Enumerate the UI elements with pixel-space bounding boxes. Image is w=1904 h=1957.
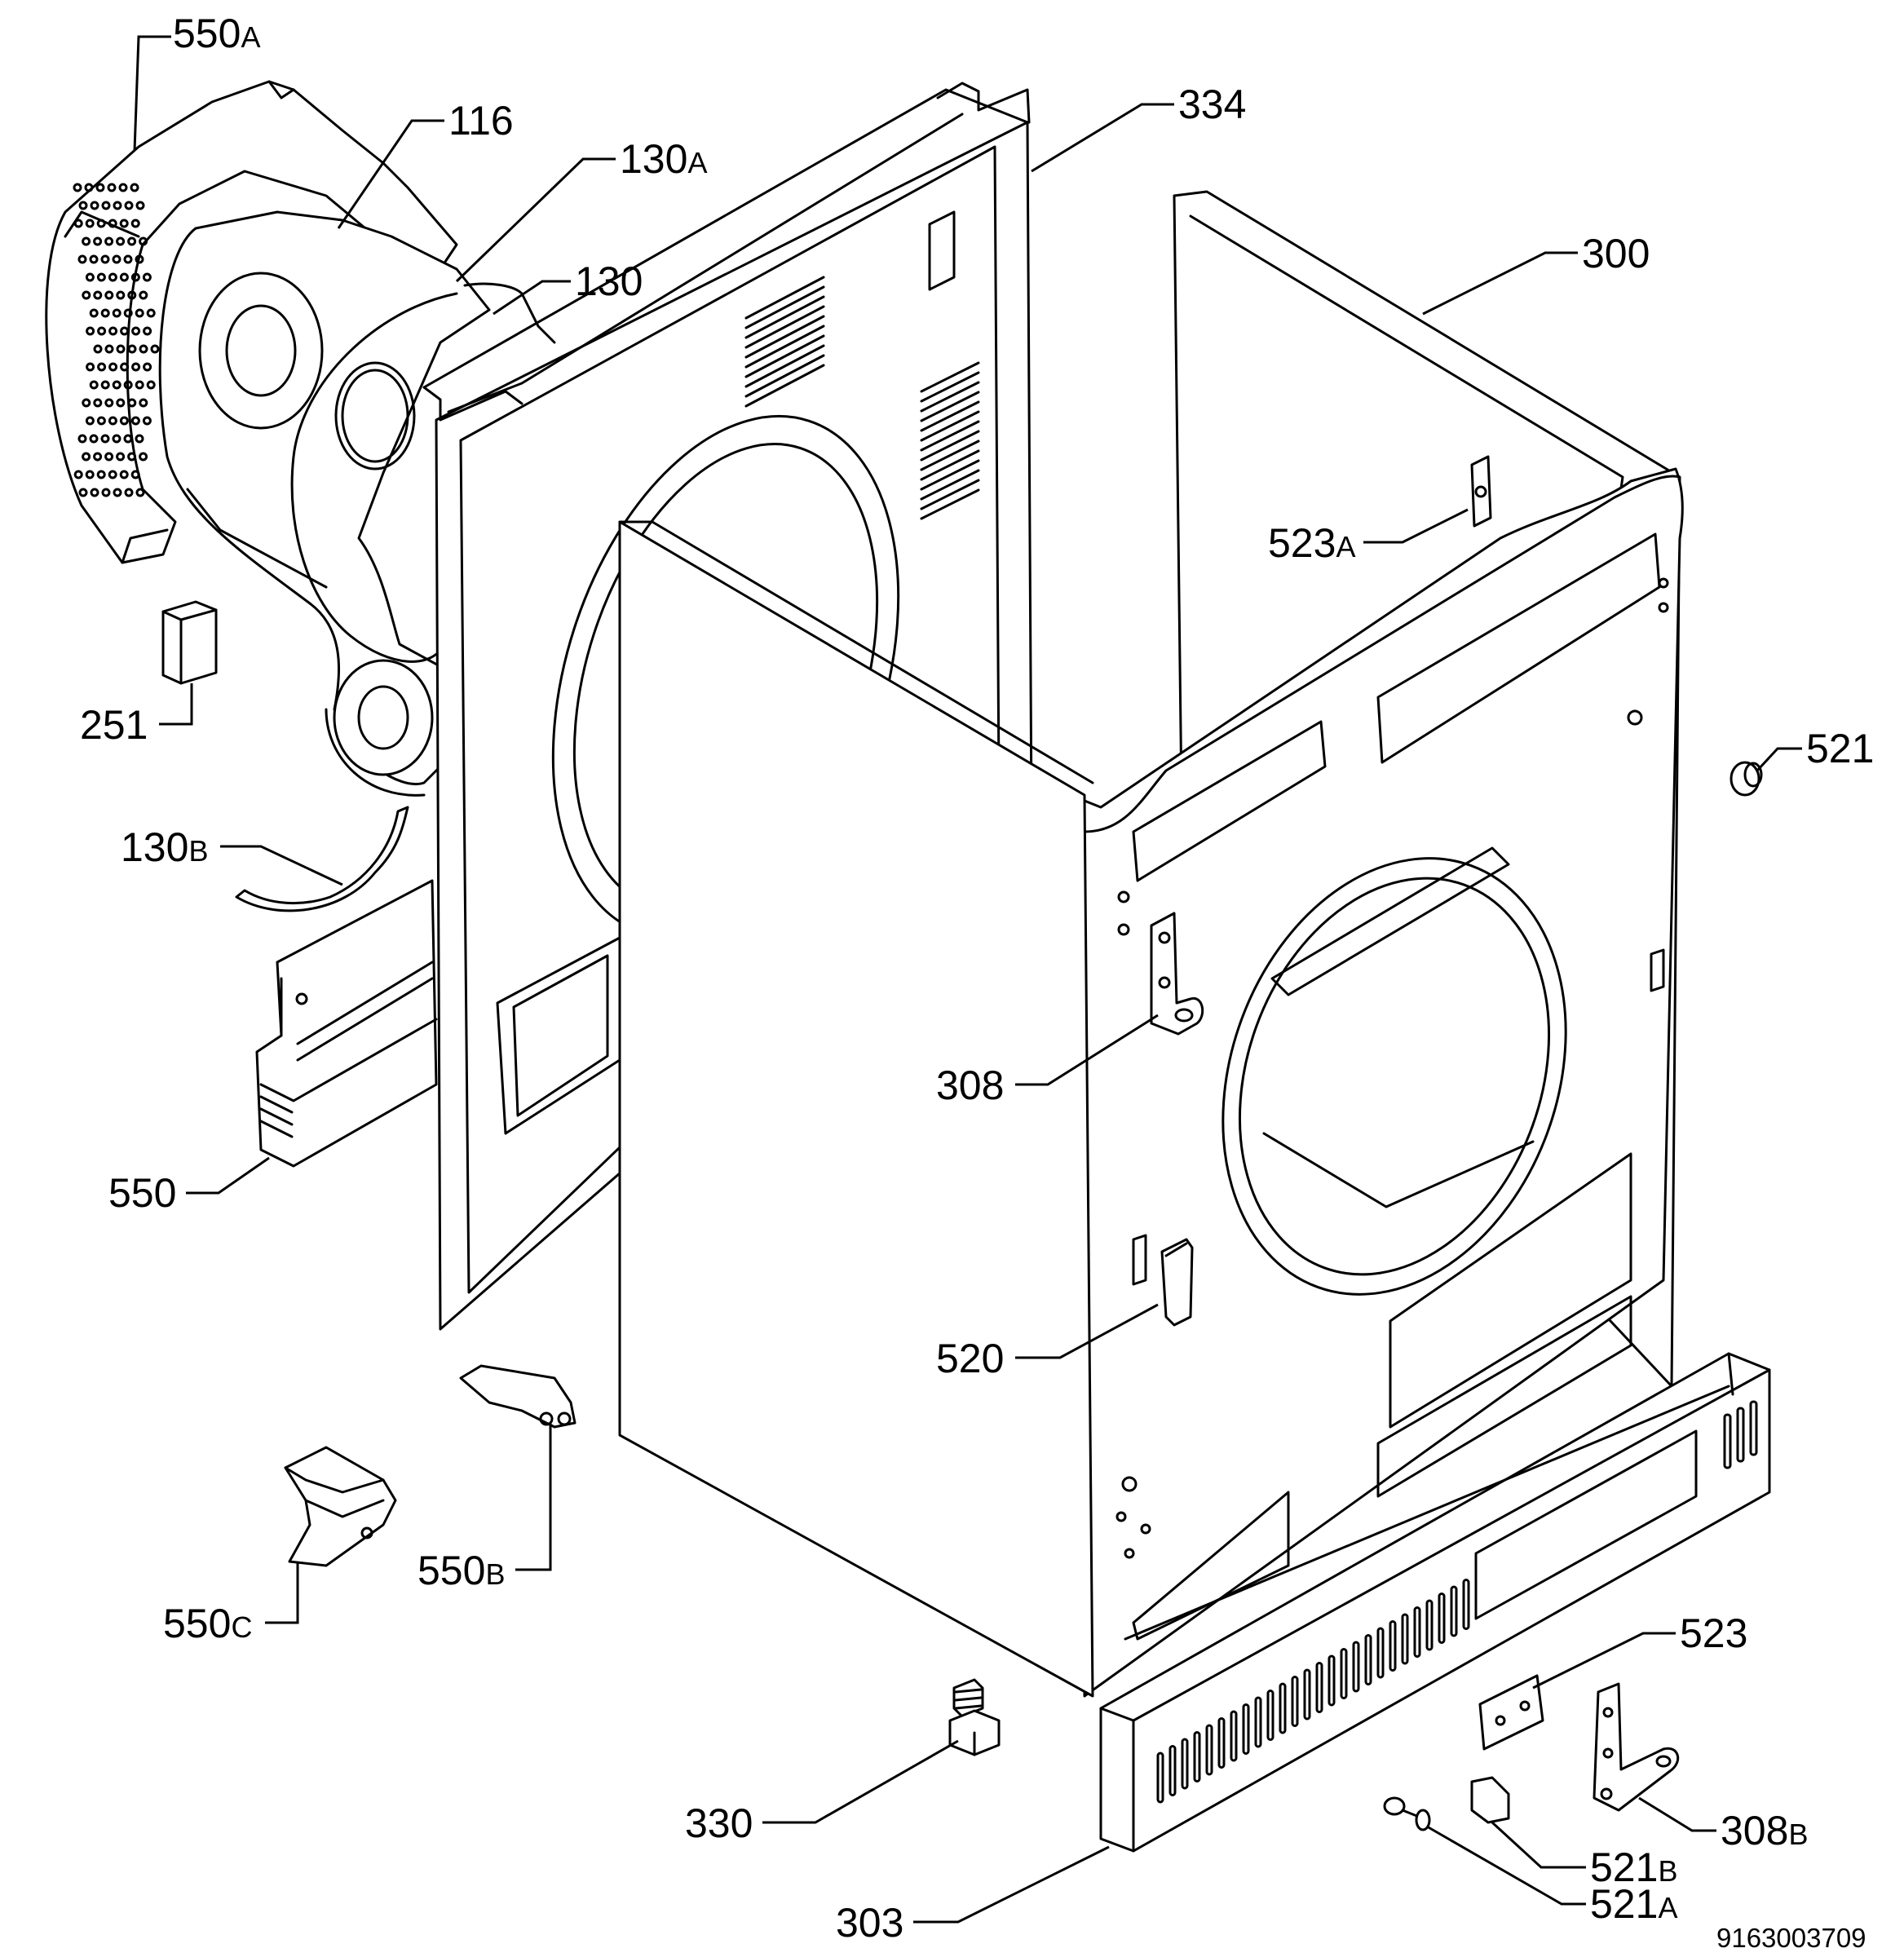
label-330: 330 [685, 1800, 753, 1846]
label-550b: 550B [417, 1548, 505, 1593]
label-116: 116 [448, 98, 514, 144]
label-300: 300 [1582, 231, 1650, 276]
leader-334 [1031, 103, 1174, 173]
part-303-kick-plate [1099, 1352, 1771, 1853]
label-521a: 521A [1590, 1881, 1677, 1927]
part-300-cabinet [618, 190, 1684, 1698]
part-521b-cap [1470, 1776, 1510, 1824]
label-303: 303 [836, 1900, 903, 1946]
label-130: 130 [575, 258, 643, 304]
label-308: 308 [936, 1062, 1004, 1108]
rear-panel-vents-upper [744, 276, 825, 408]
label-334: 334 [1178, 82, 1246, 127]
part-521a-screw [1383, 1796, 1431, 1831]
leader-251 [159, 683, 193, 726]
leader-550c [265, 1562, 299, 1624]
part-550a-fan-cover [45, 80, 458, 564]
leader-130 [493, 280, 571, 316]
leader-130b [220, 845, 343, 886]
leader-523a [1363, 508, 1469, 544]
label-550a: 550A [173, 11, 260, 56]
part-116-fan-housing [158, 210, 491, 797]
part-130b-curved-strip [235, 806, 409, 912]
part-130-o-ring [334, 361, 416, 470]
leader-303 [913, 1845, 1110, 1924]
leader-308b [1638, 1796, 1716, 1832]
label-520: 520 [936, 1336, 1004, 1381]
part-521-plug [1730, 761, 1763, 797]
leader-308 [1015, 1014, 1159, 1086]
part-308-bracket [1150, 912, 1204, 1036]
leader-521 [1756, 747, 1802, 772]
leader-550 [186, 1156, 270, 1195]
label-521: 521 [1806, 726, 1874, 771]
part-523-plate [1478, 1674, 1544, 1751]
part-550-lower-duct [255, 879, 438, 1168]
leader-116 [337, 119, 444, 229]
label-523: 523 [1680, 1610, 1747, 1656]
label-130a: 130A [620, 136, 707, 182]
label-130b: 130B [121, 824, 208, 870]
part-330-foot [948, 1678, 1001, 1756]
fan-cover-perforations [73, 183, 160, 497]
leader-lines [133, 35, 1802, 1924]
callout-labels: 550A 116 130A 130 334 300 523A 521 251 1… [80, 11, 1874, 1946]
label-550: 550 [108, 1170, 176, 1216]
label-523a: 523A [1268, 520, 1355, 566]
rear-panel-vents-lower [920, 361, 980, 520]
label-251: 251 [80, 702, 148, 748]
part-550c-clip [284, 1446, 397, 1567]
part-308b-bracket [1593, 1682, 1680, 1812]
leader-520 [1015, 1303, 1159, 1359]
kick-plate-slots [1156, 1400, 1758, 1804]
leader-523 [1532, 1632, 1676, 1690]
leader-550a [133, 35, 171, 152]
part-251-block [161, 600, 218, 685]
label-550c: 550C [163, 1601, 252, 1646]
part-520-latch [1132, 1234, 1194, 1327]
label-308b: 308B [1721, 1808, 1808, 1853]
leader-550b [515, 1423, 552, 1571]
leader-130a [455, 157, 616, 283]
part-550b-clip [459, 1364, 577, 1429]
part-523a-bracket [1470, 455, 1492, 528]
leader-330 [762, 1739, 959, 1824]
label-521b: 521B [1590, 1844, 1677, 1890]
leader-300 [1422, 251, 1578, 316]
part-130a-seal-ring [290, 282, 556, 663]
leader-521b [1491, 1821, 1586, 1869]
leader-521a [1426, 1825, 1586, 1906]
document-number: 9163003709 [1716, 1923, 1866, 1953]
